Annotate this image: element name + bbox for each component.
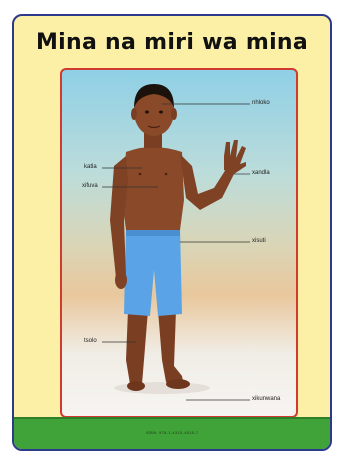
label-tsolo: tsolo (84, 338, 97, 344)
footer-band: ISBN: 978-1-4315-4815-7 (14, 417, 330, 449)
label-nhloko: nhloko (252, 100, 270, 106)
poster: Mina na miri wa mina (12, 14, 332, 451)
poster-title: Mina na miri wa mina (14, 30, 330, 55)
label-xifuva: xifuva (82, 183, 98, 189)
isbn-text: ISBN: 978-1-4315-4815-7 (14, 430, 330, 435)
label-xikunwana: xikunwana (252, 396, 280, 402)
figure-frame: nhloko katla xifuva xandla xisuti tsolo … (60, 68, 298, 418)
boy-illustration (62, 70, 298, 418)
label-xisuti: xisuti (252, 238, 266, 244)
label-xandla: xandla (252, 170, 270, 176)
label-katla: katla (84, 164, 97, 170)
